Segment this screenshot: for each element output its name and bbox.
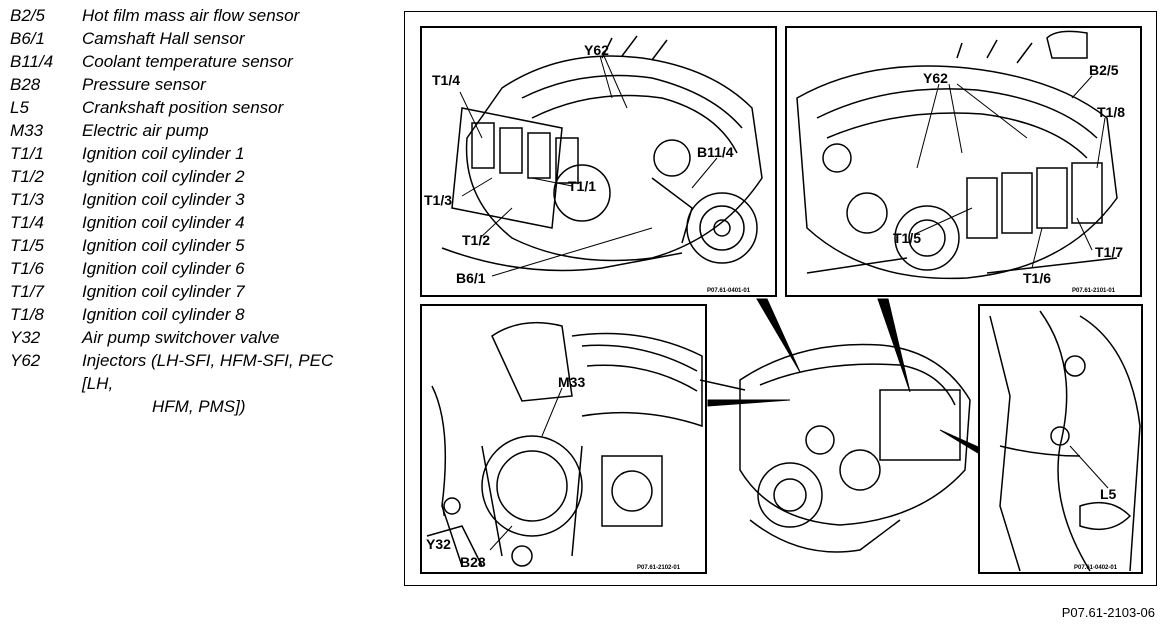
engine-drawing-bottom-left — [426, 321, 703, 567]
legend-description: Electric air pump — [82, 121, 209, 140]
diagram-frame — [404, 11, 1157, 586]
callout-y32: Y32 — [426, 536, 451, 552]
legend-description: Ignition coil cylinder 5 — [82, 236, 245, 255]
legend-code: T1/5 — [10, 236, 45, 255]
callout-t1-8: T1/8 — [1097, 104, 1126, 120]
callout-l5: L5 — [1100, 486, 1117, 502]
legend-description: Ignition coil cylinder 1 — [82, 144, 245, 163]
callout-b11-4: B11/4 — [697, 144, 734, 160]
legend-code: M33 — [10, 121, 44, 140]
legend-continuation: [LH, — [82, 374, 114, 393]
legend-description: Crankshaft position sensor — [82, 98, 284, 117]
callout-m33: M33 — [558, 374, 586, 390]
legend-code: Y62 — [10, 351, 41, 370]
legend-description: Ignition coil cylinder 2 — [82, 167, 245, 186]
panel-top-left: Y62 T1/4 B11/4 T1/1 T1/3 T1/2 B6/1 P07.6… — [420, 26, 777, 297]
legend-code: T1/4 — [10, 213, 45, 232]
legend-description: Air pump switchover valve — [82, 328, 280, 347]
engine-drawing-top-right — [796, 30, 1118, 280]
callout-b2-5: B2/5 — [1089, 62, 1119, 78]
callout-y62: Y62 — [584, 42, 609, 58]
callout-t1-3: T1/3 — [424, 192, 453, 208]
legend-description: Coolant temperature sensor — [82, 52, 293, 71]
callout-t1-5: T1/5 — [893, 230, 922, 246]
legend-description: Pressure sensor — [82, 75, 206, 94]
callout-t1-4: T1/4 — [432, 72, 461, 88]
legend-code: B2/5 — [10, 6, 45, 25]
legend-code: T1/1 — [10, 144, 45, 163]
panel-ref-bottom-right: P07.61-0402-01 — [1074, 565, 1118, 571]
panel-ref-top-right: P07.61-2101-01 — [1072, 288, 1116, 294]
panel-ref-bottom-left: P07.61-2102-01 — [637, 565, 681, 571]
panel-ref-top-left: P07.61-0401-01 — [707, 288, 751, 294]
engine-drawing-top-left — [441, 35, 763, 277]
callout-t1-7: T1/7 — [1095, 244, 1124, 260]
legend-code: T1/3 — [10, 190, 45, 209]
legend-code: Y32 — [10, 328, 41, 347]
figure-reference: P07.61-2103-06 — [1061, 605, 1155, 620]
legend-description: Injectors (LH-SFI, HFM-SFI, PEC — [82, 351, 334, 370]
legend-description: Ignition coil cylinder 7 — [82, 282, 245, 301]
legend-description: Camshaft Hall sensor — [82, 29, 245, 48]
legend-description: Ignition coil cylinder 3 — [82, 190, 245, 209]
legend-code: L5 — [10, 98, 29, 117]
callout-t1-2: T1/2 — [462, 232, 491, 248]
legend-code: B11/4 — [10, 52, 54, 71]
panel-bottom-left: M33 Y32 B28 P07.61-2102-01 — [420, 304, 707, 574]
legend-continuation: HFM, PMS]) — [152, 397, 246, 416]
legend-description: Ignition coil cylinder 8 — [82, 305, 245, 324]
legend-description: Ignition coil cylinder 4 — [82, 213, 245, 232]
legend-description: Hot film mass air flow sensor — [82, 6, 300, 25]
callout-b6-1: B6/1 — [456, 270, 486, 286]
callout-t1-1: T1/1 — [568, 178, 597, 194]
legend-code: B6/1 — [10, 29, 45, 48]
engine-drawing-bottom-right — [989, 310, 1141, 572]
legend-description: Ignition coil cylinder 6 — [82, 259, 245, 278]
panel-top-right: Y62 B2/5 T1/8 T1/5 T1/7 T1/6 P07.61-2101… — [785, 26, 1142, 297]
callout-y62: Y62 — [923, 70, 948, 86]
callout-t1-6: T1/6 — [1023, 270, 1052, 286]
legend-code: B28 — [10, 75, 41, 94]
callout-b28: B28 — [460, 554, 486, 570]
legend-code: T1/6 — [10, 259, 45, 278]
legend-code: T1/7 — [10, 282, 45, 301]
panel-bottom-right: L5 P07.61-0402-01 — [978, 304, 1143, 574]
legend-code: T1/8 — [10, 305, 45, 324]
legend-code: T1/2 — [10, 167, 45, 186]
